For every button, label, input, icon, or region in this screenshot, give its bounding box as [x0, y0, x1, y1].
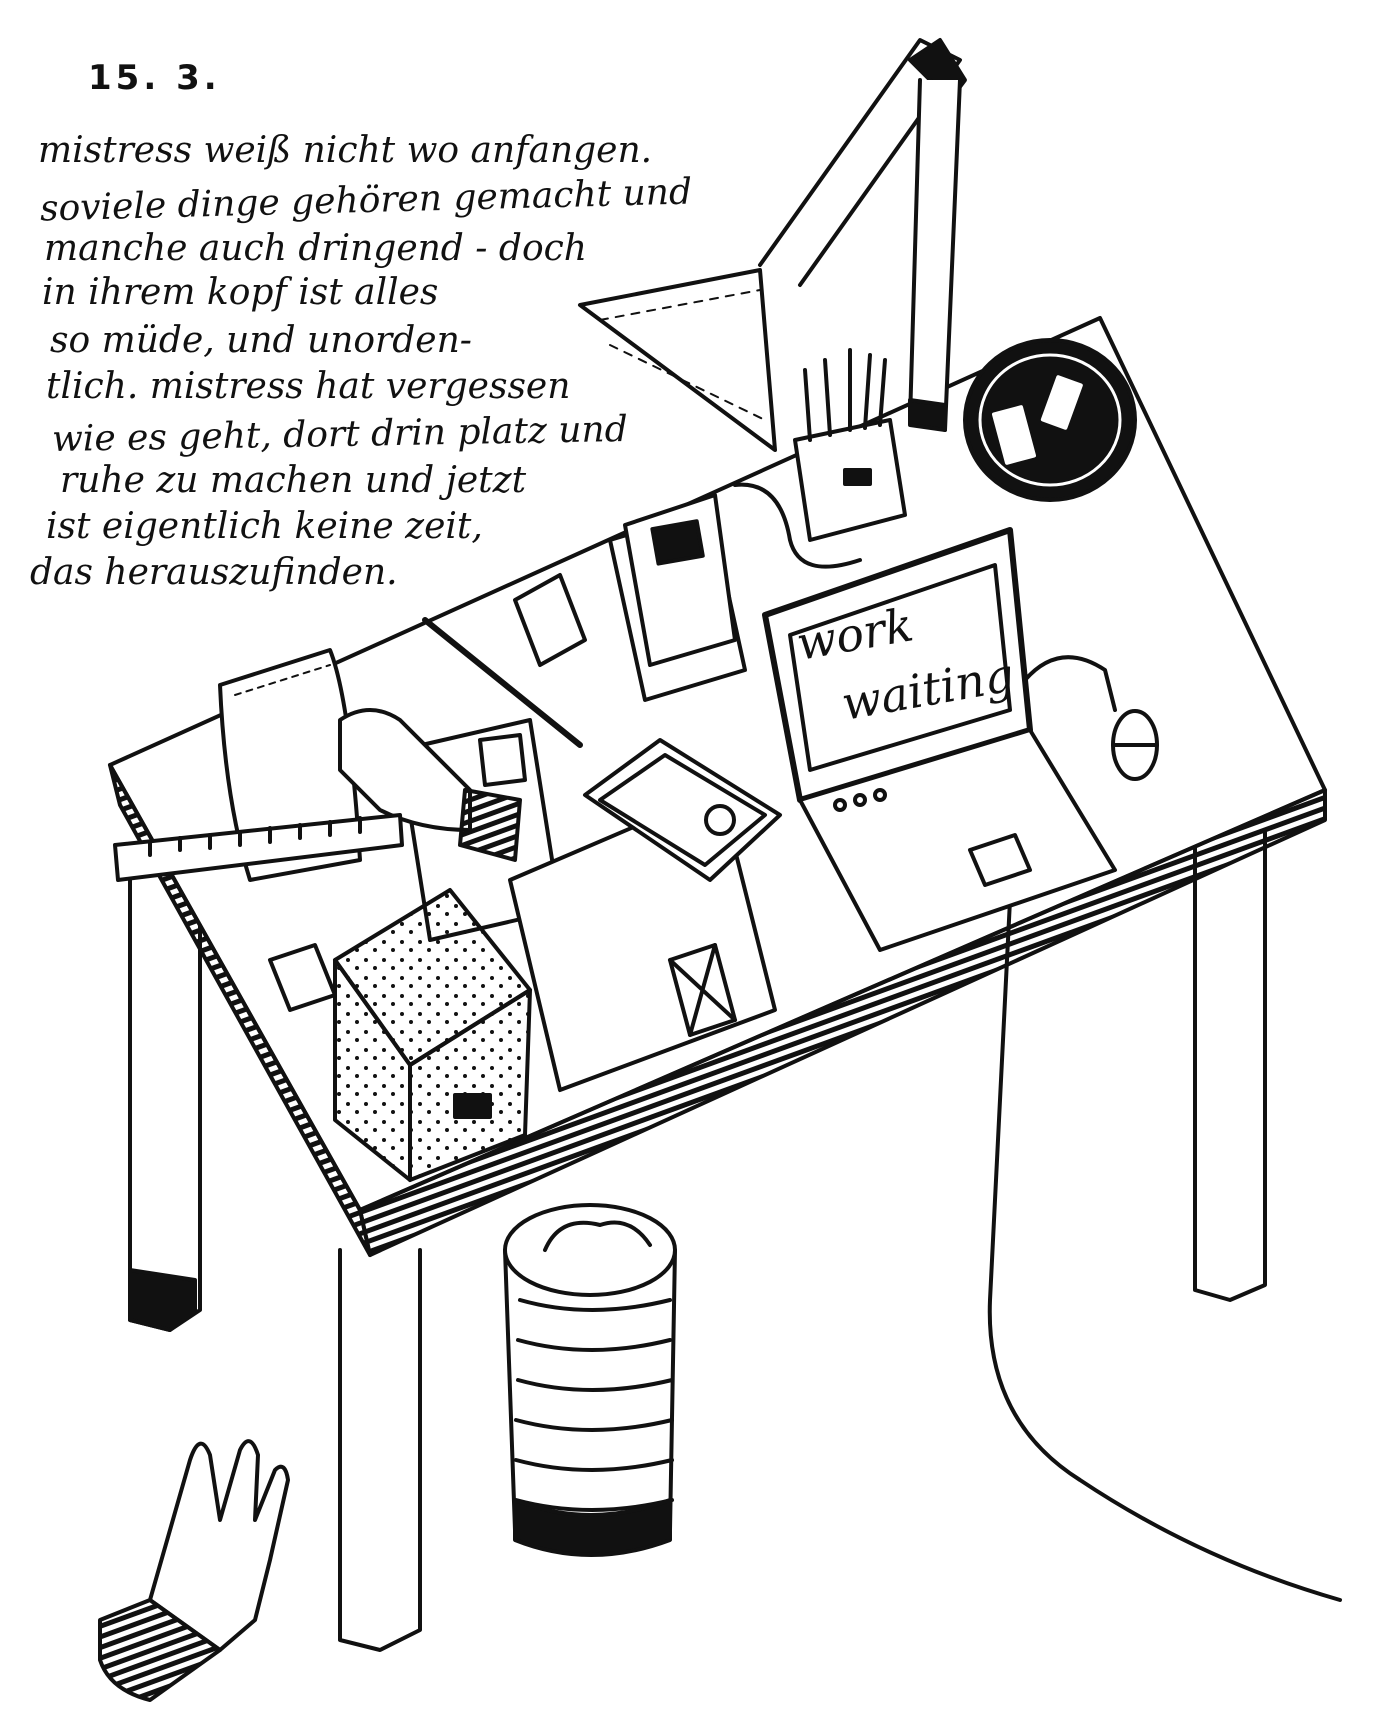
- glove: [98, 1439, 290, 1702]
- journal-line: mistress weiß nicht wo anfangen.: [38, 130, 653, 171]
- pen-holder: [793, 348, 907, 542]
- stapler: [513, 573, 587, 667]
- journal-line: manche auch dringend - doch: [44, 228, 587, 269]
- small-note: [268, 943, 337, 1012]
- mouse: [1023, 655, 1159, 781]
- journal-line: tlich. mistress hat vergessen: [46, 366, 571, 407]
- table-legs: [128, 828, 1267, 1652]
- trash-bin: [503, 1203, 677, 1557]
- laptop-cable: [987, 898, 1342, 1602]
- laptop: work waiting: [762, 527, 1117, 952]
- desk-lamp: [578, 38, 967, 452]
- lamp-cable: [733, 482, 862, 569]
- journal-line: so müde, und unorden-: [50, 320, 472, 361]
- journal-date: 15. 3.: [88, 58, 221, 98]
- journal-line: in ihrem kopf ist alles: [42, 272, 439, 313]
- journal-line: ruhe zu machen und jetzt: [60, 460, 527, 501]
- pencil: [422, 617, 583, 748]
- supplies-bowl: [963, 338, 1137, 502]
- ruler: [113, 813, 404, 882]
- journal-line: das herauszufinden.: [30, 552, 398, 593]
- dotted-box: [333, 888, 532, 1182]
- tools-tray: [583, 738, 782, 882]
- journal-line: ist eigentlich keine zeit,: [46, 506, 483, 547]
